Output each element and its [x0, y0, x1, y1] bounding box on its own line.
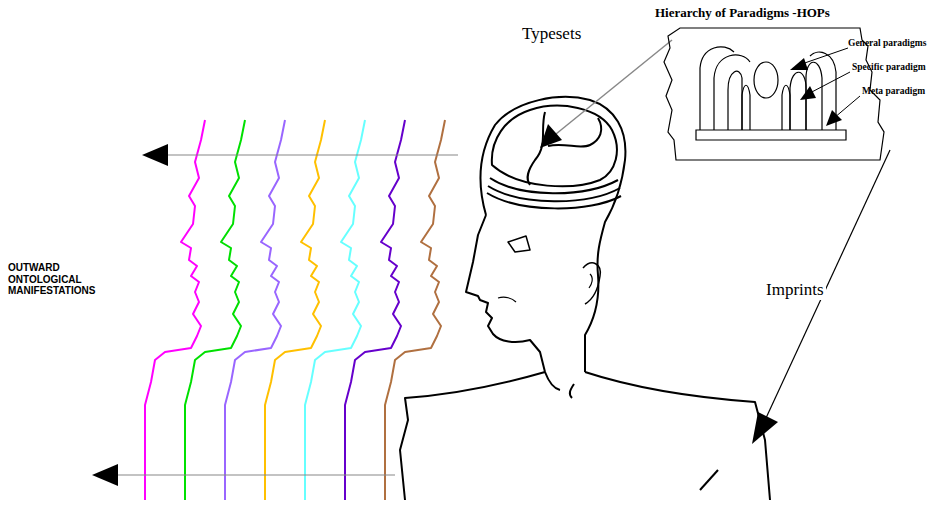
imprints-arrowhead	[752, 412, 778, 444]
profile-line	[145, 120, 205, 500]
profile-line	[345, 120, 405, 500]
typesets-leader	[556, 40, 672, 134]
profile-line	[185, 120, 245, 500]
profile-lines	[145, 120, 445, 500]
outward-arrow-line	[168, 154, 458, 155]
profile-line	[265, 120, 325, 500]
manifestations-label: OUTWARD ONTOLOGICAL MANIFESTATIONS	[8, 262, 126, 297]
profile-line	[305, 120, 365, 500]
paradigm-label: Specific paradigm	[852, 62, 926, 73]
outward-arrow-line	[118, 474, 395, 475]
imprints-label: Imprints	[764, 280, 826, 300]
outward-arrowhead	[92, 464, 118, 486]
typesets-arrowhead	[540, 124, 562, 148]
head-figure	[400, 97, 770, 500]
paradigm-label: Meta paradigm	[862, 86, 925, 97]
profile-line	[385, 120, 445, 500]
paradigm-pointers	[790, 48, 860, 126]
inset-heading: Hierarchy of Paradigms -HOPs	[655, 6, 830, 21]
paradigm-label: General paradigms	[848, 38, 926, 49]
profile-line	[225, 120, 285, 500]
typesets-label: Typesets	[522, 24, 581, 44]
outward-arrowhead	[142, 144, 168, 166]
